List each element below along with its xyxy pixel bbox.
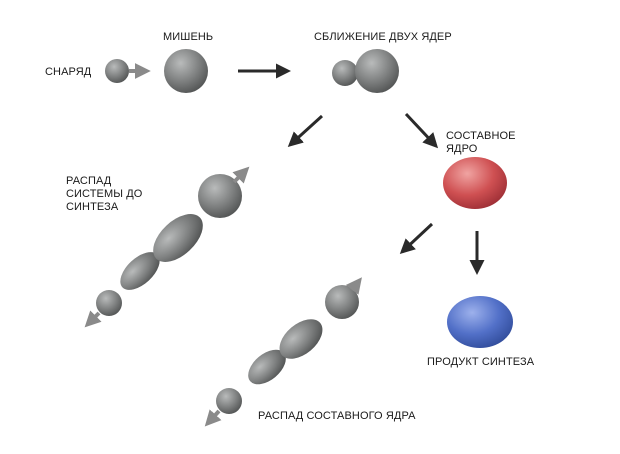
prefusion-decay-label-line2: СИСТЕМЫ ДО — [66, 188, 143, 200]
compound-nucleus-label-line1: СОСТАВНОЕ — [446, 130, 516, 142]
arrow-to-compound-decay — [399, 222, 434, 255]
fusion-product-nucleus — [447, 296, 513, 348]
arrow-to-compound-nucleus — [404, 112, 439, 149]
compound-fragment-arrow-down — [204, 409, 222, 427]
compound-fragment-arrow-up — [345, 277, 362, 295]
prefusion-decay-label-line3: СИНТЕЗА — [66, 201, 119, 213]
prefusion-decay-label-line1: РАСПАД — [66, 175, 112, 187]
prefusion-decay-system — [96, 174, 242, 316]
compound-decay-label: РАСПАД СОСТАВНОГО ЯДРА — [258, 410, 416, 422]
compound-decay-system — [216, 285, 359, 414]
projectile-label: СНАРЯД — [45, 66, 92, 78]
projectile-nucleus — [105, 59, 129, 83]
prefusion-fragment-arrow-up — [232, 166, 250, 184]
target-label: МИШЕНЬ — [163, 31, 214, 43]
fusion-product-label: ПРОДУКТ СИНТЕЗА — [427, 356, 535, 368]
approaching-nuclei — [332, 49, 399, 93]
prefusion-fragment-arrow-down — [84, 310, 102, 328]
arrow-to-prefusion-decay — [287, 114, 324, 148]
prefusion-decay-label: РАСПАД СИСТЕМЫ ДО СИНТЕЗА — [66, 175, 142, 214]
approach-label: СБЛИЖЕНИЕ ДВУХ ЯДЕР — [314, 31, 452, 43]
compound-nucleus-label: СОСТАВНОЕ ЯДРО — [446, 130, 516, 156]
compound-nucleus — [443, 157, 507, 209]
target-nucleus — [164, 49, 208, 93]
compound-nucleus-label-line2: ЯДРО — [446, 143, 478, 155]
